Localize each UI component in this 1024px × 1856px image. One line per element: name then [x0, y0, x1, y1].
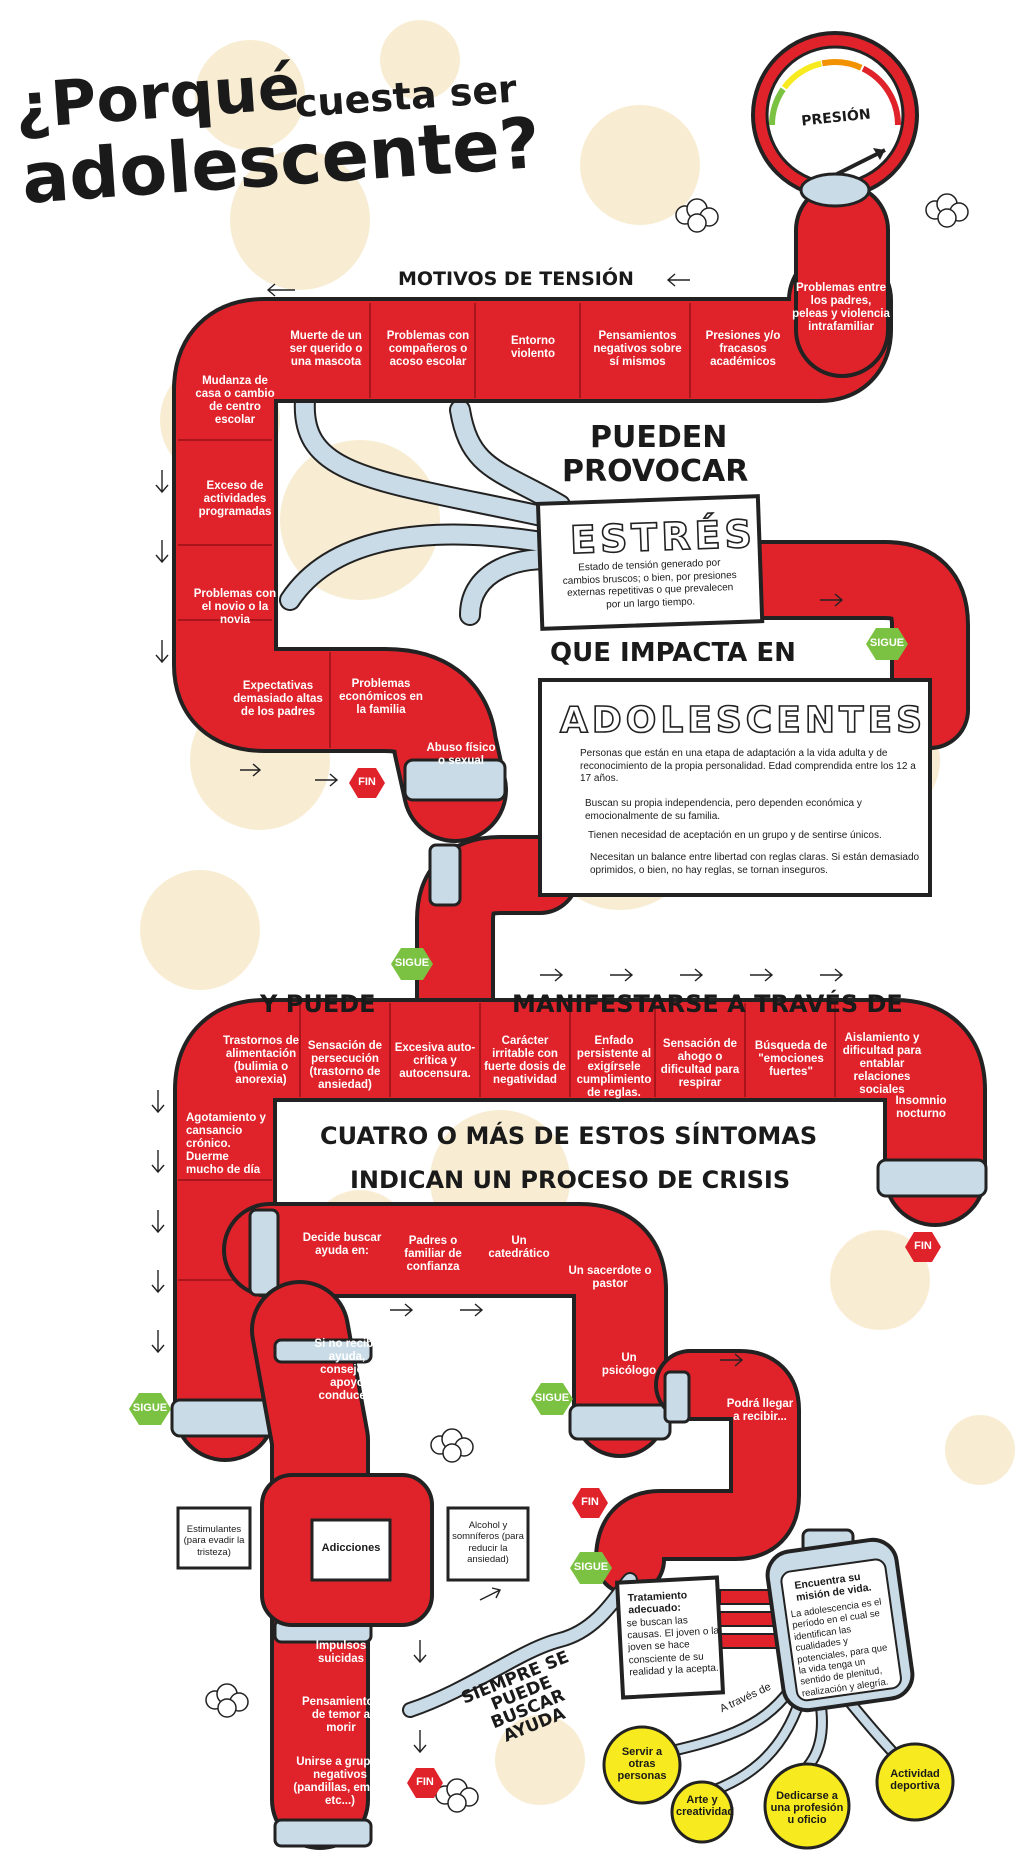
fin-badge-1: FIN [358, 776, 376, 788]
estres-description: Estado de tensión generado por cambios b… [562, 557, 737, 611]
symptom-9: Insomnio nocturno [895, 1095, 947, 1120]
tension-item-5: Problemas con compañeros o acoso escolar [386, 330, 470, 368]
fin-badges [349, 768, 941, 1798]
tension-item-12: Abuso físico o sexual [426, 742, 496, 767]
sigue-badge-4: SIGUE [534, 1392, 570, 1404]
pressure-gauge [751, 31, 919, 208]
pipe-symptoms [173, 998, 987, 1462]
heading-indican: INDICAN UN PROCESO DE CRISIS [350, 1166, 791, 1194]
note-boxes [176, 494, 932, 1700]
tension-item-6: Muerte de un ser querido o una mascota [289, 330, 363, 368]
heading-impacta: QUE IMPACTA EN [550, 638, 796, 668]
tension-item-1: Problemas entre los padres, peleas y vio… [792, 282, 890, 333]
bulb-2: Arte y creatividad [676, 1794, 735, 1819]
help-item-6: Podrá llegar a recibir... [726, 1398, 794, 1423]
heading-cuatro: CUATRO O MÁS DE ESTOS SÍNTOMAS [320, 1122, 818, 1150]
treatment-text: se buscan las causas. El joven o la jove… [626, 1615, 720, 1679]
sigue-badge-1: SIGUE [869, 637, 905, 649]
bulb-1: Servir a otras personas [617, 1746, 667, 1783]
treatment-connector-stripes [719, 1589, 781, 1649]
fin-badge-3: FIN [581, 1496, 599, 1508]
symptom-8: Aislamiento y dificultad para entablar r… [842, 1032, 922, 1096]
heading-ypuede: Y PUEDE [260, 990, 376, 1018]
mission-text: La adolescencia es el período en el cual… [790, 1596, 890, 1700]
help-item-2: Padres o familiar de confianza [404, 1235, 462, 1273]
sigue-badge-3: SIGUE [132, 1402, 168, 1414]
adolescentes-p2: Buscan su propia independencia, pero dep… [585, 798, 862, 822]
treatment-title: Tratamiento adecuado: [627, 1589, 688, 1617]
heading-provocar: PROVOCAR [562, 454, 749, 489]
bulb-3: Dedicarse a una profesión u oficio [770, 1790, 844, 1827]
symptom-6: Sensación de ahogo o dificultad para res… [660, 1038, 740, 1089]
help-item-4: Un sacerdote o pastor [568, 1265, 652, 1290]
adolescentes-p3: Tienen necesidad de aceptación en un gru… [588, 830, 882, 841]
symptom-1: Trastornos de alimentación (bulimia o an… [222, 1035, 300, 1086]
bulb-4: Actividad deportiva [890, 1768, 940, 1793]
sigue-badge-5: SIGUE [573, 1561, 609, 1573]
bulbs [602, 1725, 955, 1850]
symptom-5: Enfado persistente al exigírsele cumplim… [576, 1035, 652, 1099]
risk-item-4: Alcohol y somníferos (para reducir la an… [452, 1520, 524, 1566]
symptom-2: Sensación de persecución (trastorno de a… [307, 1040, 383, 1091]
fin-badge-2: FIN [914, 1240, 932, 1252]
risk-item-5: Impulsos suicidas [315, 1640, 367, 1665]
tension-item-4: Entorno violento [510, 335, 556, 360]
symptom-10: Agotamiento y cansancio crónico. Duerme … [186, 1112, 266, 1176]
adolescentes-p4: Necesitan un balance entre libertad con … [590, 852, 920, 876]
pipe-middle-connector [415, 835, 580, 1060]
tension-item-2: Presiones y/o fracasos académicos [705, 330, 781, 368]
risk-item-1: Si no recibe ayuda, consejo o apoyo cond… [314, 1338, 380, 1402]
flow-arrows [151, 273, 844, 1754]
sigue-badges [129, 628, 908, 1584]
risk-item-2: Adicciones [321, 1542, 381, 1554]
pipe-right-loop [720, 540, 970, 750]
risk-item-3: Estimulantes (para evadir la tristeza) [183, 1524, 245, 1558]
symptom-3: Excesiva auto-crítica y autocensura. [394, 1042, 476, 1080]
help-item-3: Un catedrático [488, 1235, 550, 1260]
fin-badge-4: FIN [416, 1776, 434, 1788]
tension-item-3: Pensamientos negativos sobre sí mismos [593, 330, 682, 368]
symptom-7: Búsqueda de "emociones fuertes" [754, 1040, 828, 1078]
heading-tension: MOTIVOS DE TENSIÓN [398, 268, 634, 290]
tension-item-11: Problemas económicos en la familia [339, 678, 423, 716]
help-item-1: Decide buscar ayuda en: [302, 1232, 382, 1257]
pipe-upper-outlet [403, 758, 507, 802]
adolescentes-p1: Personas que están en una etapa de adapt… [580, 748, 916, 784]
heading-adolescentes: ADOLESCENTES [559, 699, 927, 742]
tension-item-7: Mudanza de casa o cambio de centro escol… [195, 375, 275, 426]
pipe-risk [250, 1280, 370, 1850]
risk-item-7: Unirse a grupos negativos (pandillas, em… [293, 1756, 387, 1807]
risk-item-6: Pensamientos de temor a morir [302, 1696, 380, 1734]
mission-tank [765, 1528, 915, 1713]
help-item-5: Un psicólogo [601, 1352, 657, 1377]
tension-item-8: Exceso de actividades programadas [198, 480, 272, 518]
sigue-badge-2: SIGUE [394, 957, 430, 969]
heading-manifestarse: MANIFESTARSE A TRAVÉS DE [512, 990, 903, 1018]
heading-estres: ESTRÉS [568, 511, 757, 563]
pipe-upper-joints [178, 303, 691, 748]
heading-pueden: PUEDEN [590, 420, 728, 455]
symptom-4: Carácter irritable con fuerte dosis de n… [484, 1035, 566, 1086]
tension-item-10: Expectativas demasiado altas de los padr… [233, 680, 323, 718]
tension-item-9: Problemas con el novio o la novia [193, 588, 277, 626]
